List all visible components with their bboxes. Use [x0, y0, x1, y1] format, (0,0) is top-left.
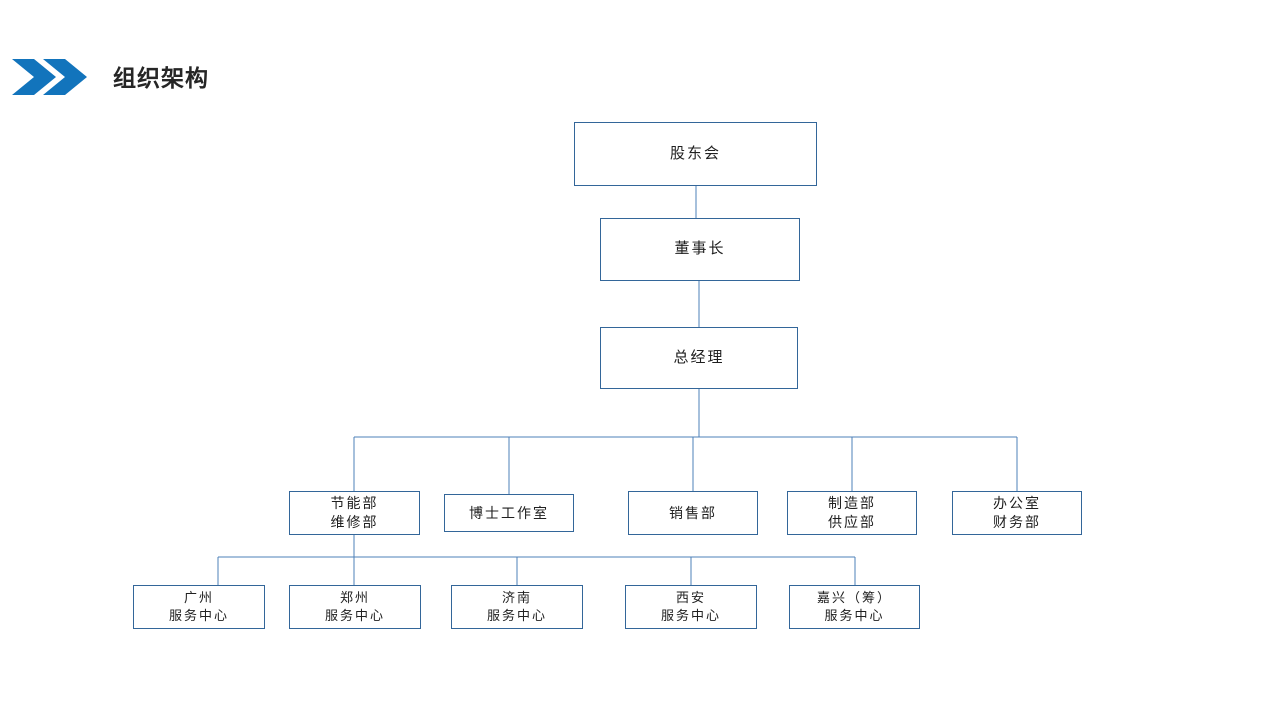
org-node-label: 董事长 [674, 240, 726, 258]
org-node-label-line1: 西安 [675, 590, 706, 606]
org-node-sales[interactable]: 销售部 [628, 491, 758, 535]
org-node-label: 总经理 [673, 348, 725, 366]
org-node-label-line2: 服务中心 [660, 608, 721, 623]
double-chevron-right-icon [12, 59, 87, 95]
org-node-label-line1: 制造部 [828, 495, 876, 512]
org-node-zhengzhou-service-center[interactable]: 郑州 服务中心 [289, 585, 421, 629]
org-node-label-line2: 服务中心 [486, 608, 547, 623]
org-node-doctoral-studio[interactable]: 博士工作室 [444, 494, 574, 532]
org-node-energy-maintenance[interactable]: 节能部 维修部 [289, 491, 420, 535]
org-node-label-line2: 服务中心 [168, 608, 229, 623]
org-node-label-line2: 维修部 [330, 514, 379, 530]
org-node-manufacturing-supply[interactable]: 制造部 供应部 [787, 491, 917, 535]
org-node-label-line2: 财务部 [993, 514, 1041, 530]
page-title: 组织架构 [113, 65, 209, 91]
org-node-label-line2: 供应部 [828, 514, 876, 530]
org-node-chairman[interactable]: 董事长 [600, 218, 800, 281]
slide-header: 组织架构 [0, 0, 1280, 120]
org-node-shareholders[interactable]: 股东会 [574, 122, 817, 186]
org-node-label-line1: 郑州 [339, 590, 370, 606]
org-node-label: 股东会 [669, 144, 721, 162]
org-node-label-line1: 节能部 [330, 495, 379, 512]
org-node-jiaxing-service-center[interactable]: 嘉兴（筹） 服务中心 [789, 585, 920, 629]
org-node-label-line1: 博士工作室 [469, 504, 549, 521]
org-node-label-line1: 销售部 [669, 504, 717, 521]
org-node-label-line1: 广州 [183, 590, 214, 606]
org-node-xian-service-center[interactable]: 西安 服务中心 [625, 585, 757, 629]
org-node-jinan-service-center[interactable]: 济南 服务中心 [451, 585, 583, 629]
org-node-label-line1: 嘉兴（筹） [816, 590, 892, 606]
org-node-general-manager[interactable]: 总经理 [600, 327, 798, 389]
org-node-label-line2: 服务中心 [324, 608, 385, 623]
org-node-guangzhou-service-center[interactable]: 广州 服务中心 [133, 585, 265, 629]
org-node-label-line1: 办公室 [993, 495, 1041, 512]
org-node-office-finance[interactable]: 办公室 财务部 [952, 491, 1082, 535]
org-node-label-line2: 服务中心 [824, 608, 885, 623]
org-node-label-line1: 济南 [501, 590, 532, 606]
